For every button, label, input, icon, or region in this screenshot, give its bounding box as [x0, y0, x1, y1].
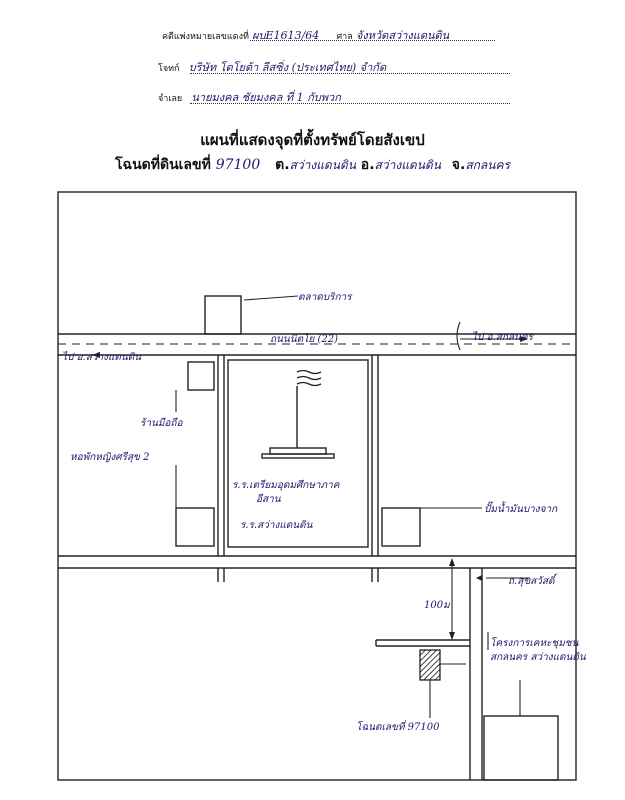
header-defendant-row: จำเลย นายมงคล ชัยมงคล ที่ 1 กับพวก	[158, 88, 341, 106]
school-compound	[227, 359, 369, 548]
to-sakon-curve	[456, 321, 461, 351]
deed-label: โฉนดที่ดินเลขที่	[115, 157, 211, 173]
subdistrict-label: ต.	[275, 157, 290, 173]
court-value: จังหวัดสว่างแดนดิน	[355, 29, 450, 42]
project-label-1: โครงการเคหะชุมชน	[490, 637, 580, 649]
school-label-1: ร.ร.เตรียมอุดมศึกษาภาค	[232, 479, 341, 491]
plaintiff-underline	[190, 73, 510, 74]
arrowhead-west	[92, 352, 100, 358]
defendant-value: นายมงคล ชัยมงคล ที่ 1 กับพวก	[191, 91, 341, 104]
distance-label: 100ม	[424, 600, 451, 611]
to-sawang-label: ไป อ.สว่างแดนดิน	[62, 351, 142, 363]
side-road-label: ถ.สุขสวัสดิ์	[508, 573, 558, 587]
defendant-underline	[190, 103, 510, 104]
page-title: แผนที่แสดงจุดที่ตั้งทรัพย์โดยสังเขป	[200, 131, 425, 149]
project-building	[483, 715, 559, 781]
request-value: ผบE1613/64	[252, 29, 320, 42]
arrowhead-east	[520, 336, 528, 342]
main-road-label: ถนนนิตโย (22)	[270, 333, 338, 345]
arrowhead-down	[449, 632, 455, 640]
subdistrict-value: สว่างแดนดิน	[289, 158, 356, 172]
deed-number: 97100	[215, 157, 261, 173]
court-label: ศาล	[336, 32, 353, 42]
dorm-label: หอพักหญิงศรีสุข 2	[70, 451, 149, 463]
project-label-2: สกลนคร สว่างแดนดิน	[490, 651, 587, 663]
market-leader	[243, 295, 299, 301]
province-value: สกลนคร	[465, 158, 510, 172]
province-label: จ.	[451, 157, 466, 173]
arrowhead-road	[476, 575, 482, 581]
mobile-shop-label: ร้านมือถือ	[140, 417, 183, 429]
mobile-shop-building	[187, 361, 215, 391]
arrowhead-up	[449, 558, 455, 566]
gas-label: ปั๊มน้ำมันบางจาก	[484, 501, 558, 515]
header-request-row: คดีแพ่งหมายเลขแดงที่ ผบE1613/64 ศาล จังห…	[162, 26, 449, 44]
request-label: คดีแพ่งหมายเลขแดงที่	[162, 32, 249, 42]
flag-icon	[296, 369, 322, 387]
map-frame	[57, 191, 577, 781]
market-building	[204, 295, 242, 335]
request-underline	[250, 40, 495, 41]
to-sakon-label: ไป อ.สกลนคร	[472, 331, 535, 343]
header-plaintiff-row: โจทก์ บริษัท โตโยต้า ลีสซิ่ง (ประเทศไทย)…	[158, 58, 386, 76]
plaintiff-label: โจทก์	[158, 64, 180, 74]
dorm-building	[175, 507, 215, 547]
deed-plot	[419, 649, 441, 681]
flag-base-lower	[261, 453, 335, 459]
school-label-2: อีสาน	[256, 493, 282, 505]
deed-line: โฉนดที่ดินเลขที่ 97100 ต.สว่างแดนดิน อ.ส…	[0, 154, 625, 176]
deed-mark-label: โฉนดเลขที่ 97100	[356, 719, 440, 733]
school2-label: ร.ร.สว่างแดนดิน	[240, 519, 314, 531]
plaintiff-value: บริษัท โตโยต้า ลีสซิ่ง (ประเทศไทย) จำกัด	[188, 61, 387, 74]
defendant-label: จำเลย	[158, 94, 183, 104]
district-label: อ.	[360, 157, 375, 173]
district-value: สว่างแดนดิน	[374, 158, 441, 172]
flag-base	[269, 447, 327, 455]
market-label: ตลาดบริการ	[298, 291, 353, 303]
gas-building	[381, 507, 421, 547]
